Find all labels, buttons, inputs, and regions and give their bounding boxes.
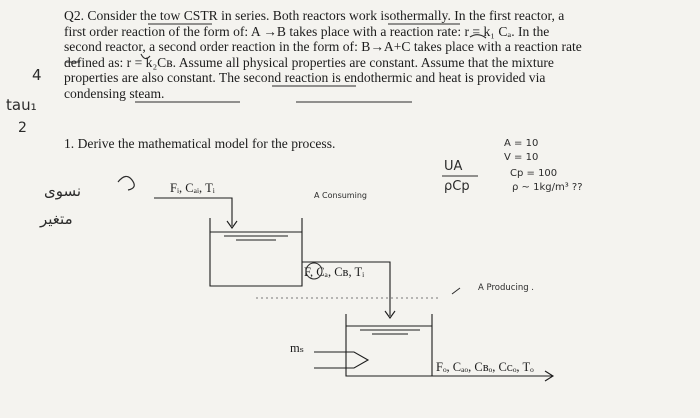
part-1-heading: 1. Derive the mathematical model for the… (64, 136, 336, 151)
note-pcp: ρCp (444, 179, 470, 194)
outlet-stream (432, 370, 555, 382)
question-line: second reactor, a second order reaction … (64, 39, 582, 55)
outlet-label: Fₒ, Cₐₒ, Cʙₒ, Cᴄₒ, Tₒ (436, 360, 534, 374)
question-line: properties are also constant. The second… (64, 70, 546, 86)
steam-coil (314, 351, 370, 369)
reactor-2 (345, 314, 433, 377)
question-line: Q2. Consider the tow CSTR in series. Bot… (64, 8, 565, 23)
note-cp: Cp = 100 (510, 168, 557, 179)
margin-note-2: 2 (18, 120, 27, 136)
circled-f (305, 262, 323, 280)
a-consuming-note: A Consuming (314, 191, 367, 200)
intermediate-label: F, Cₐ, Cʙ, Tᵢ (304, 265, 364, 279)
steam-label: mₛ (290, 341, 304, 355)
question-line: defined as: r = k₂Cʙ. Assume all physica… (64, 54, 554, 70)
feed-label: Fᵢ, Cₐᵢ, Tᵢ (170, 181, 215, 195)
note-a: A = 10 (504, 138, 538, 149)
a-producing-note: A Producing . (478, 283, 534, 293)
reactor-1 (209, 218, 303, 287)
a-producing-arrow (451, 287, 461, 295)
question-line: first order reaction of the form of: A →… (64, 23, 550, 39)
note-rho: ρ ~ 1kg/m³ ?? (512, 182, 583, 193)
margin-note-tau: tau₁ (6, 96, 37, 114)
question-line: condensing steam. (64, 85, 165, 101)
margin-scribble (117, 175, 135, 191)
note-ua: UA (444, 159, 463, 174)
question-text: Q2. Consider the tow CSTR in series. Bot… (64, 8, 664, 102)
margin-note-arabic-2: متغير (39, 210, 73, 228)
margin-note-4: 4 (32, 66, 42, 84)
margin-note-arabic-1: نسوى (44, 182, 81, 200)
note-v: V = 10 (504, 152, 538, 163)
intermediate-stream (302, 261, 396, 319)
underline-marks (66, 23, 487, 103)
feed-stream (154, 197, 238, 229)
